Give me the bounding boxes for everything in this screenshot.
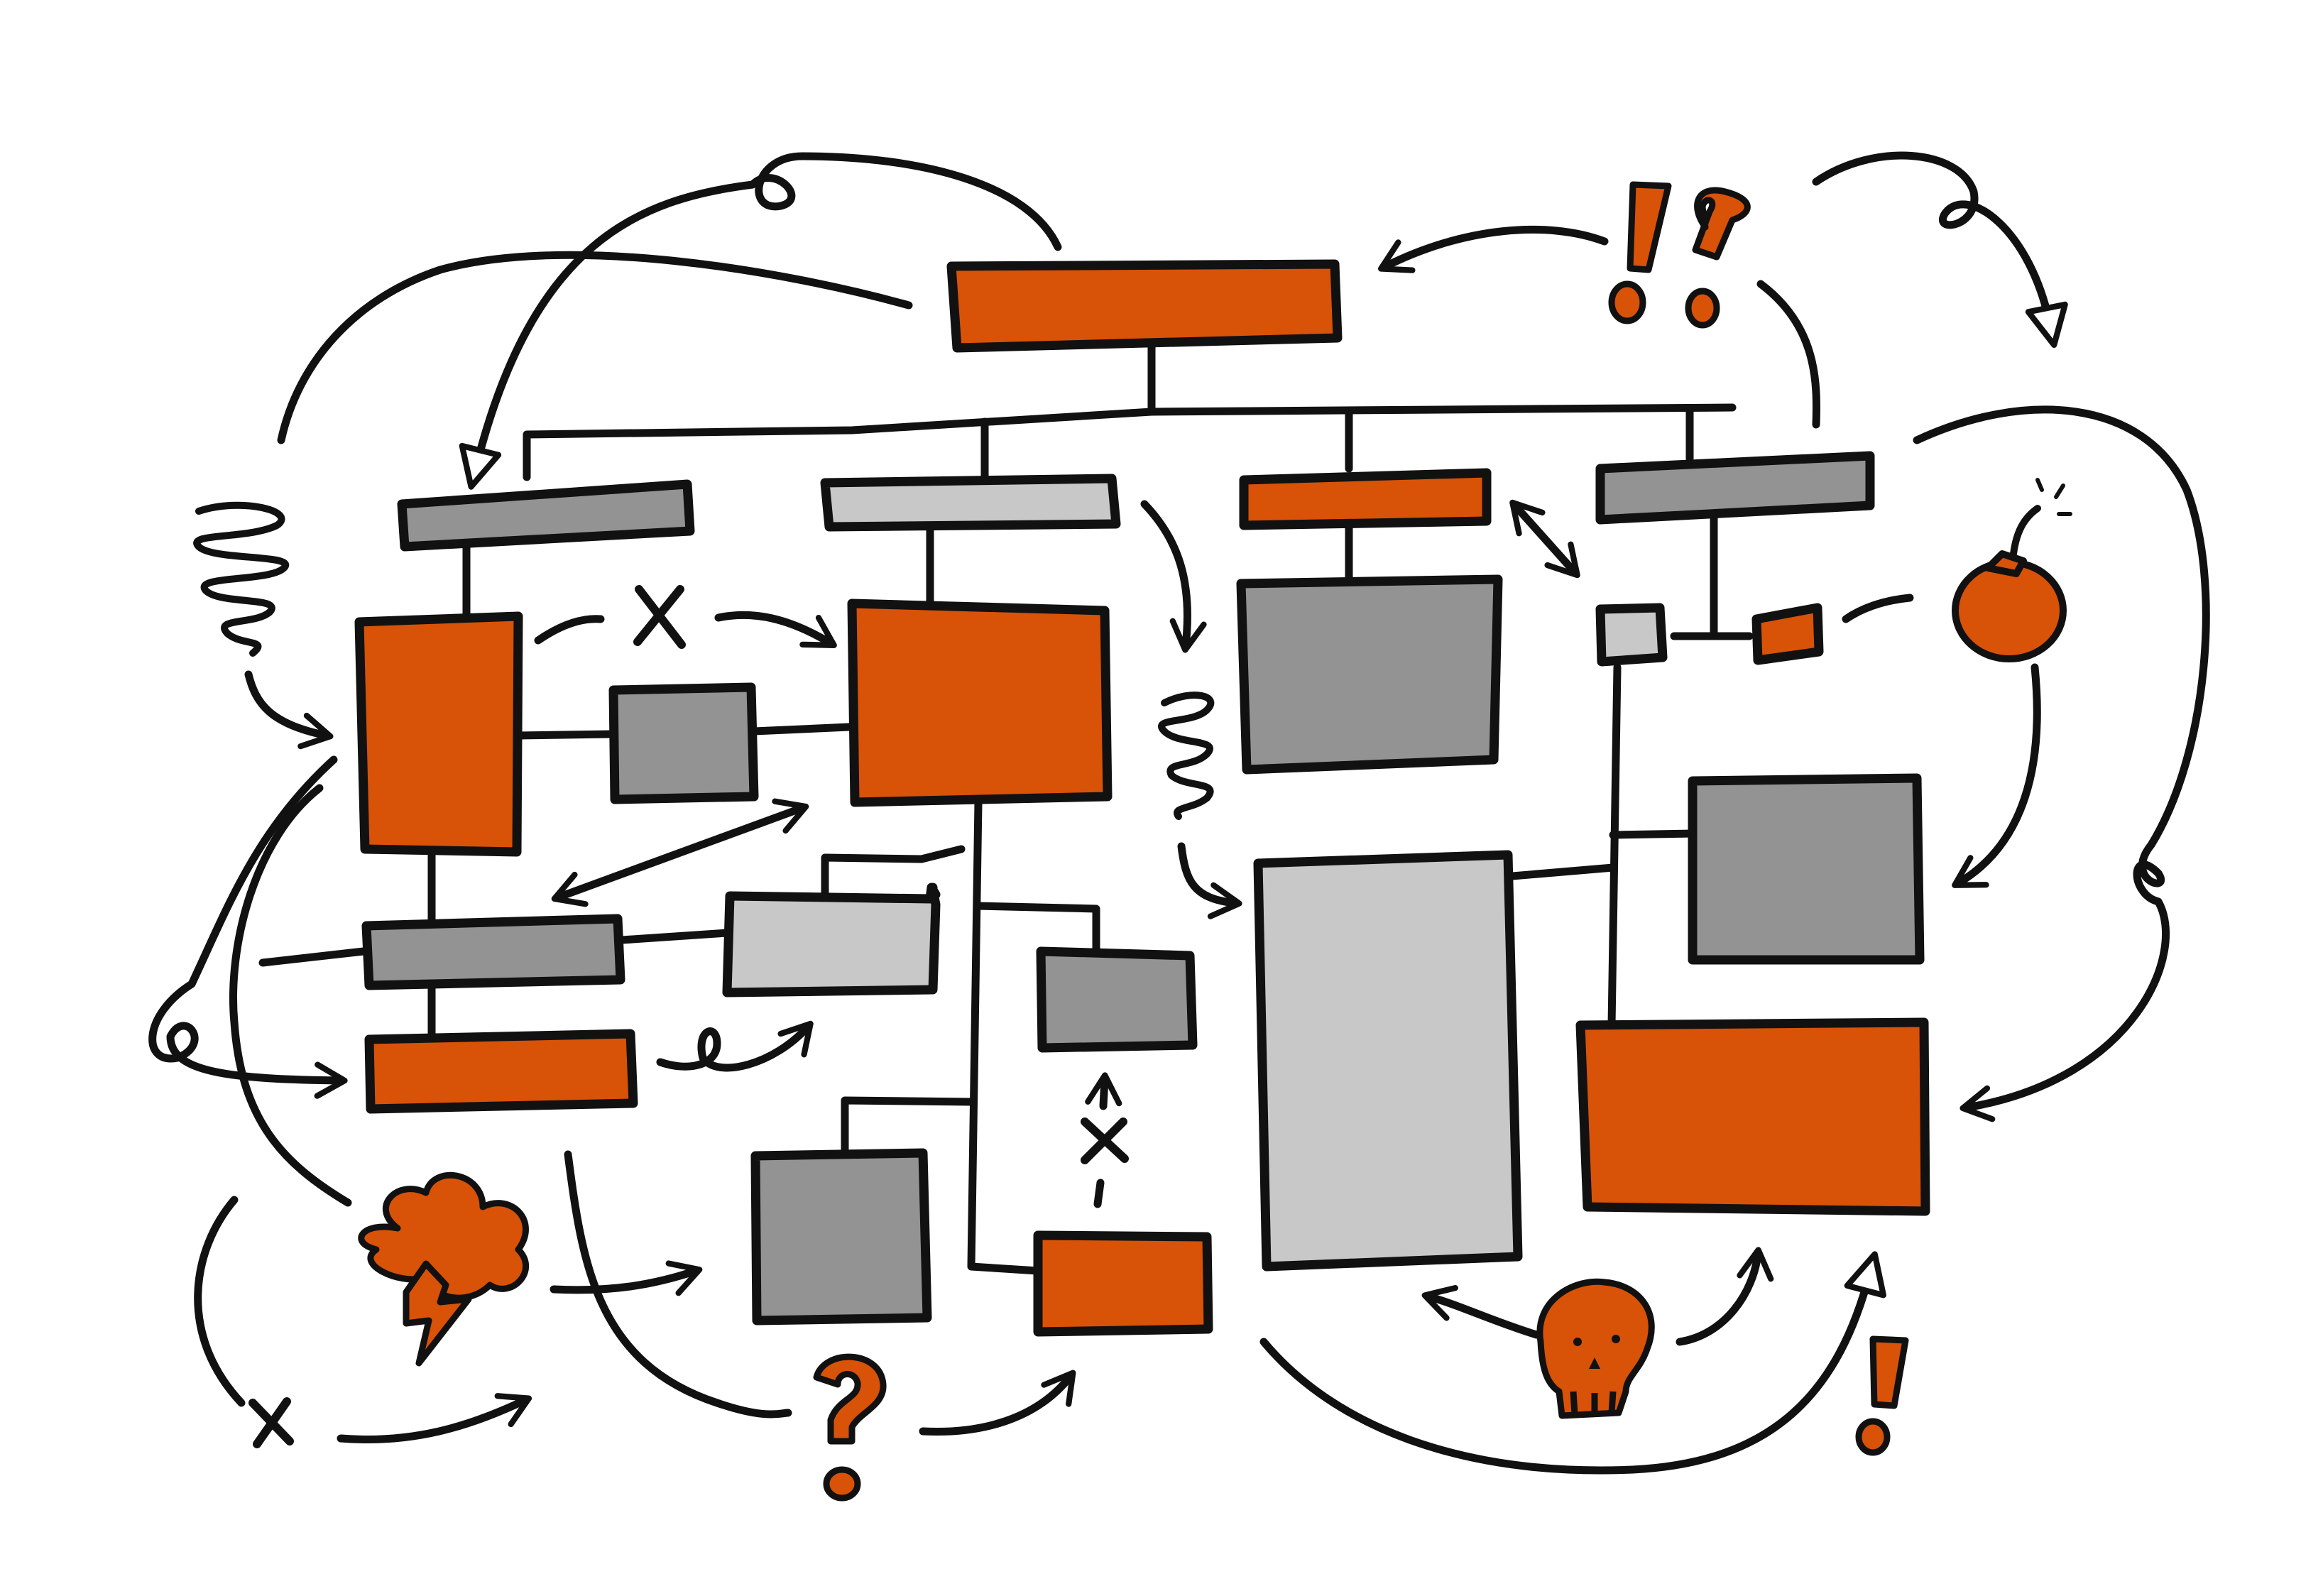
bottom-orange-box	[1033, 1230, 1213, 1337]
right-orange-box	[1575, 1017, 1930, 1216]
skull-icon	[1536, 1278, 1655, 1419]
x-mark-icon	[633, 585, 686, 649]
arrow-top-left-outer	[277, 251, 913, 444]
arrow-bottom-x	[337, 1393, 532, 1444]
bottom-gray-box	[750, 1148, 932, 1326]
level1-header-b	[820, 474, 1121, 532]
left-small-square	[608, 682, 759, 804]
question-icon	[1685, 187, 1751, 329]
arrow-question-to-bottomorange	[919, 1370, 1076, 1436]
question-icon	[813, 1353, 887, 1502]
wavy-arrows	[148, 151, 2210, 1475]
level1-header-a	[397, 479, 695, 552]
decorative-icons	[193, 181, 2072, 1502]
arrow-b-down-squiggle	[1140, 500, 1207, 653]
line-d-to-tiny	[1670, 500, 1754, 640]
line-trunk-to-smallgray	[973, 902, 1100, 960]
center-right-square	[1236, 574, 1503, 775]
arrow-orangebar-loop	[656, 1020, 814, 1072]
arrow-down-from-orangebar	[564, 1150, 792, 1419]
left-bar-orange	[364, 1029, 638, 1114]
line-tabbed-tab	[821, 845, 966, 900]
x-mark-icon	[1081, 1117, 1129, 1164]
arrow-skull-to-orange	[1676, 1247, 1774, 1346]
arrow-double-diag	[551, 798, 809, 907]
arrow-tall-x-center	[534, 615, 831, 643]
tiny-box-left	[1595, 603, 1668, 667]
small-gray-box	[1036, 946, 1198, 1053]
arrow-bomb-to-tinybox	[1842, 594, 1914, 623]
line-bar-to-tabbed	[618, 929, 731, 944]
arrow-x-up	[1098, 1079, 1105, 1208]
exclamation-icon	[1855, 1335, 1909, 1456]
root-bus-line	[523, 403, 1737, 481]
arrow-left-loop-to-orangebar	[148, 755, 348, 1099]
arrow-top-right-loop	[1812, 151, 2068, 349]
arrow-exclaim-to-root	[1377, 225, 1609, 273]
level1-header-d	[1595, 451, 1875, 525]
exclamation-icon	[1608, 181, 1672, 324]
top-root-box	[946, 259, 1343, 353]
arrow-right-outer-loop	[1913, 405, 2210, 1122]
tiny-box-right	[1751, 603, 1824, 665]
storm-cloud-icon	[358, 1171, 530, 1301]
bomb-icon	[1952, 478, 2072, 662]
arrow-double-c-d	[1509, 499, 1580, 579]
line-square-to-center	[750, 723, 853, 736]
line-tall-to-square	[514, 730, 616, 740]
lightning-bolt-icon	[403, 1260, 472, 1367]
line-trunk-to-rightgray	[1609, 829, 1698, 839]
arrow-skull-to-panel	[1421, 1285, 1541, 1339]
left-tall-box	[354, 611, 523, 857]
spring-coil-icon	[1158, 692, 1215, 820]
line-bar-left-stub	[258, 947, 368, 967]
arrow-coil-to-panel	[1177, 842, 1242, 919]
line-tiny-trunk	[1607, 663, 1622, 1029]
line-center-trunk	[967, 798, 1042, 1275]
right-gray-square	[1688, 773, 1925, 965]
left-bar-gray	[361, 914, 625, 990]
arrow-top-left-loop	[459, 152, 1062, 490]
arrow-bomb-to-rightgray	[1952, 663, 2041, 888]
line-trunk-to-panel	[1508, 863, 1617, 880]
x-mark-icon	[248, 1397, 294, 1448]
arrow-left-swirl-to-tall	[244, 670, 334, 750]
diagram-boxes	[354, 259, 1930, 1337]
level1-header-c	[1239, 468, 1492, 530]
arrow-left-big-loop	[229, 784, 352, 1207]
large-light-panel	[1253, 850, 1523, 1272]
line-trunk-to-bottomgray	[841, 1096, 977, 1156]
center-square	[847, 598, 1113, 807]
arrow-cloud-to-bottomgray	[550, 1260, 703, 1296]
arrow-bottom-right-long	[1259, 1251, 1886, 1475]
arrow-right-side-long	[1756, 280, 1821, 429]
spring-coil-icon	[193, 501, 290, 657]
arrow-bottom-left-curve	[194, 1196, 246, 1407]
tabbed-box-light	[722, 882, 941, 998]
